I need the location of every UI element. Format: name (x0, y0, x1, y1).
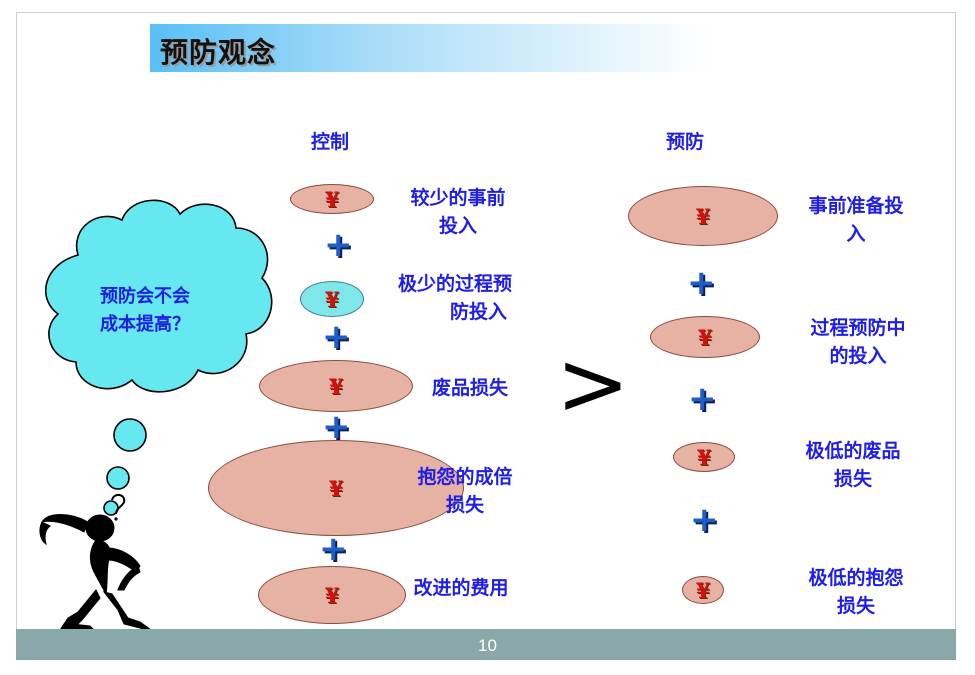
thought-cloud-icon (44, 199, 273, 516)
plus-sign: + (319, 529, 348, 569)
yen-symbol: ¥ (697, 324, 713, 350)
label-line: 损失 (836, 595, 875, 617)
label-line: 极低的抱怨 (808, 567, 904, 589)
plus-sign: + (324, 225, 353, 265)
greater-than-symbol: > (556, 332, 630, 435)
page-number: 10 (478, 636, 497, 655)
prevention-oval-1: ¥ (628, 186, 778, 246)
control-label-4: 抱怨的成倍 损失 (402, 463, 528, 519)
control-label-2: 极少的过程预 防投入 (398, 270, 538, 326)
yen-symbol: ¥ (324, 582, 340, 608)
yen-symbol: ¥ (328, 373, 344, 399)
plus-sign: + (322, 317, 351, 357)
yen-symbol: ¥ (328, 475, 344, 501)
yen-symbol: ¥ (324, 286, 340, 312)
prevention-oval-4: ¥ (682, 576, 724, 604)
label-line: 投入 (438, 215, 477, 237)
yen-symbol: ¥ (695, 203, 711, 229)
control-oval-5: ¥ (258, 566, 406, 624)
yen-symbol: ¥ (696, 444, 712, 470)
label-line: 防投入 (450, 301, 508, 323)
prevention-label-4: 极低的抱怨 损失 (796, 564, 916, 620)
yen-symbol: ¥ (324, 186, 340, 212)
control-oval-1: ¥ (290, 184, 374, 214)
control-label-3: 废品损失 (422, 374, 518, 402)
thought-line-1: 预防会不会 (100, 286, 190, 307)
label-line: 损失 (445, 494, 484, 516)
label-line: 较少的事前 (410, 187, 506, 209)
control-oval-3: ¥ (259, 360, 413, 412)
label-line: 改进的费用 (413, 577, 509, 599)
thought-bubble-text: 预防会不会 成本提高？ (100, 283, 190, 339)
control-oval-4: ¥ (208, 440, 464, 536)
prevention-heading: 预防 (666, 131, 705, 153)
control-label-1: 较少的事前 投入 (398, 184, 518, 240)
label-line: 的投入 (829, 345, 887, 367)
prevention-label-1: 事前准备投 入 (796, 192, 916, 248)
label-line: 过程预防中 (810, 317, 906, 339)
prevention-label-2: 过程预防中 的投入 (796, 314, 920, 370)
footer-bar (16, 629, 956, 660)
question-mark-icon (111, 494, 126, 515)
label-line: 入 (846, 223, 866, 245)
control-oval-2: ¥ (300, 281, 364, 317)
plus-sign: + (687, 263, 716, 303)
prevention-oval-2: ¥ (650, 316, 760, 358)
control-heading: 控制 (311, 131, 350, 153)
label-line: 极少的过程预 (398, 273, 513, 295)
label-line: 抱怨的成倍 (417, 466, 513, 488)
control-label-5: 改进的费用 (402, 574, 520, 602)
label-line: 废品损失 (431, 377, 508, 399)
label-line: 事前准备投 (808, 195, 904, 217)
slide-title: 预防观念 (160, 36, 277, 69)
prevention-oval-3: ¥ (673, 442, 735, 472)
label-line: 极低的废品 (805, 440, 901, 462)
label-line: 损失 (833, 468, 872, 490)
plus-sign: + (688, 379, 717, 419)
plus-sign: + (322, 407, 351, 447)
prevention-label-3: 极低的废品 损失 (793, 437, 913, 493)
title-bar (150, 24, 710, 72)
plus-sign: + (690, 500, 719, 540)
yen-symbol: ¥ (695, 577, 711, 603)
thought-line-2: 成本提高？ (100, 314, 190, 335)
